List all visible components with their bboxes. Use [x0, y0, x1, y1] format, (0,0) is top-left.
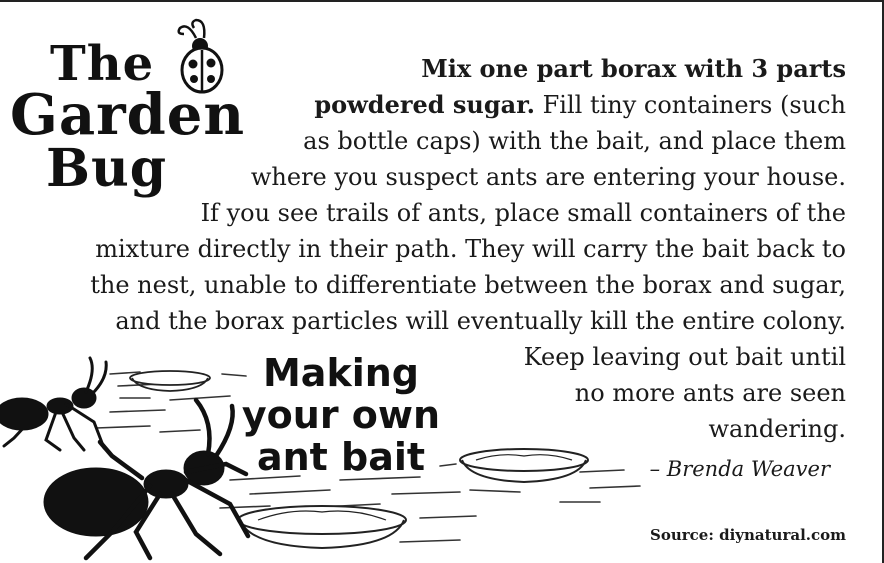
article-line-10: no more ants are seen: [574, 379, 846, 407]
article-line-5: If you see trails of ants, place small c…: [200, 199, 846, 227]
ladybug-icon: [177, 18, 224, 94]
source-credit: Source: diynatural.com: [650, 526, 846, 544]
article-line-8: and the borax particles will eventually …: [115, 307, 846, 335]
logo-bug: Bug: [46, 138, 168, 199]
title-line-1: Making: [262, 351, 419, 395]
article-line-7: the nest, unable to differentiate betwee…: [90, 271, 846, 299]
title-line-2: your own: [241, 393, 441, 437]
article-line-11: wandering.: [708, 415, 846, 443]
article-line-6: mixture directly in their path. They wil…: [95, 235, 846, 263]
logo-the: The: [50, 36, 155, 92]
article-line-2: powdered sugar. Fill tiny containers (su…: [314, 90, 846, 119]
article-line-1: Mix one part borax with 3 parts: [421, 54, 846, 83]
author-byline: – Brenda Weaver: [649, 457, 830, 481]
garden-bug-logo: The Garden Bug: [6, 10, 256, 200]
article-title: Making your own ant bait: [236, 352, 446, 478]
title-line-3: ant bait: [256, 435, 426, 479]
article-line-9: Keep leaving out bait until: [523, 343, 846, 371]
article-line-3: as bottle caps) with the bait, and place…: [303, 127, 846, 155]
article-line-4: where you suspect ants are entering your…: [250, 163, 846, 191]
